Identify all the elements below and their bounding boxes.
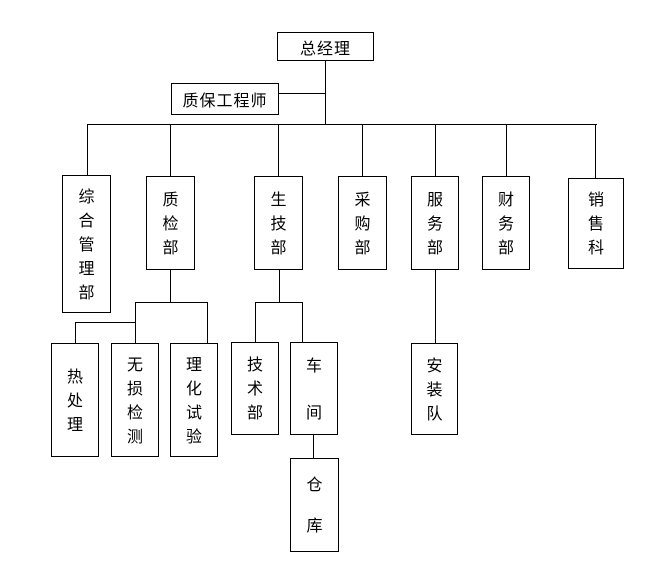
org-node-label: 热处理: [66, 366, 83, 434]
org-node-label: 综合管理部: [78, 186, 95, 302]
line-drop-heat-treatment: [75, 322, 76, 343]
line-drop-technical: [255, 302, 256, 342]
line-drop-service: [435, 124, 436, 176]
line-drop-general-admin: [87, 124, 88, 175]
line-drop-production-tech: [278, 124, 279, 176]
org-node-label: 总经理: [299, 38, 351, 58]
org-node-label: 生技部: [270, 189, 287, 257]
line-quality-inspection-branch: [135, 302, 208, 303]
org-node-label: 财务部: [497, 189, 514, 257]
org-node-quality-inspection-dept: 质检部: [146, 176, 195, 270]
org-node-label: 质保工程师: [182, 91, 268, 110]
org-node-label: 质检部: [162, 189, 179, 257]
org-node-technical-dept: 技术部: [231, 342, 279, 435]
line-drop-warehouse: [313, 435, 314, 458]
org-node-general-admin-dept: 综合管理部: [62, 175, 111, 313]
org-node-label: 仓库: [306, 475, 323, 535]
line-qa-engineer-connector: [279, 93, 326, 94]
line-drop-purchasing: [362, 124, 363, 176]
line-drop-workshop: [302, 302, 303, 342]
org-node-label: 采购部: [354, 189, 371, 257]
org-node-label: 技术部: [246, 355, 263, 422]
org-node-heat-treatment: 热处理: [51, 343, 99, 457]
org-node-ndt: 无损检测: [111, 343, 159, 457]
org-node-label: 安装队: [426, 355, 443, 423]
org-node-label: 服务部: [426, 189, 443, 257]
line-drop-installation-team: [435, 270, 436, 343]
org-node-label: 无损检测: [126, 354, 143, 446]
org-node-purchasing-dept: 采购部: [338, 176, 387, 270]
line-drop-sales: [595, 124, 596, 178]
org-node-label: 销售科: [587, 190, 604, 257]
line-main-horizontal: [87, 124, 597, 125]
line-drop-physchem-test: [207, 302, 208, 343]
org-node-qa-engineer: 质保工程师: [171, 83, 279, 115]
org-node-general-manager: 总经理: [277, 32, 374, 61]
line-production-tech-branch: [255, 302, 303, 303]
line-drop-finance: [506, 124, 507, 176]
org-node-sales-section: 销售科: [568, 178, 624, 269]
org-node-service-dept: 服务部: [411, 176, 459, 270]
org-node-finance-dept: 财务部: [482, 176, 530, 270]
org-node-workshop: 车间: [290, 342, 338, 435]
line-ceo-down: [325, 61, 326, 124]
line-production-tech-down: [279, 270, 280, 302]
line-quality-inspection-down: [170, 270, 171, 302]
line-heat-treatment-branch: [75, 322, 136, 323]
org-node-warehouse: 仓库: [290, 458, 339, 552]
org-node-label: 车间: [305, 355, 322, 422]
org-node-installation-team: 安装队: [411, 343, 458, 435]
org-node-label: 理化试验: [185, 354, 202, 446]
org-node-production-tech-dept: 生技部: [254, 176, 303, 270]
line-drop-quality-inspection: [170, 124, 171, 176]
org-node-physchem-test: 理化试验: [170, 343, 218, 457]
